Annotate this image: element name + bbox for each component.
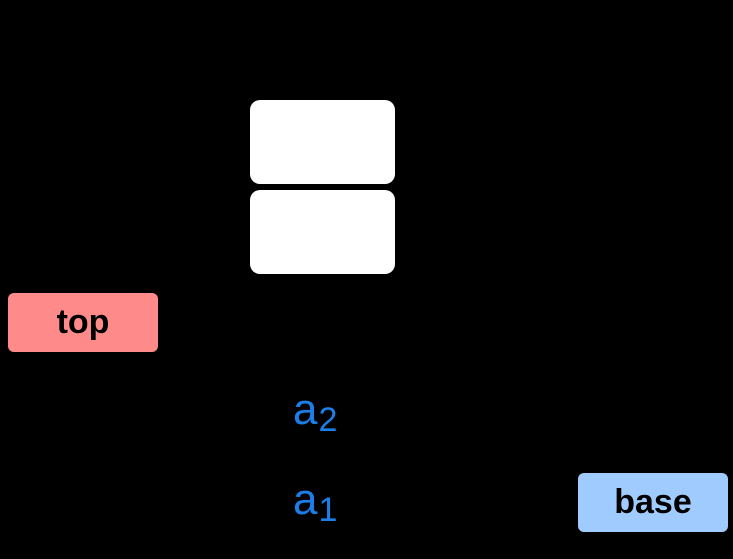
variable-a2: a2 [293, 385, 337, 438]
variable-a1-subscript: 1 [318, 491, 338, 530]
stack-cell-lower [250, 190, 395, 274]
variable-a2-subscript: 2 [318, 401, 338, 440]
variable-a1: a1 [293, 475, 337, 528]
base-label: base [578, 473, 728, 532]
top-label-text: top [56, 303, 110, 341]
base-label-text: base [614, 483, 692, 521]
variable-a2-letter: a [293, 385, 318, 434]
variable-a1-letter: a [293, 475, 318, 524]
top-label: top [8, 293, 158, 352]
stack-cell-upper [250, 100, 395, 184]
